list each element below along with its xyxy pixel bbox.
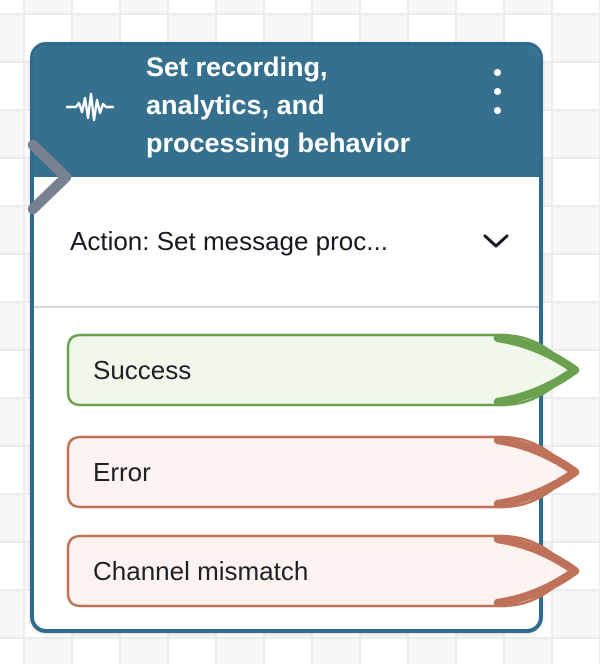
branch-label: Success xyxy=(93,354,192,385)
action-label: Action: Set message proc... xyxy=(70,226,388,256)
branch-success[interactable]: Success xyxy=(66,333,580,407)
kebab-dot xyxy=(494,88,501,95)
branch-label: Error xyxy=(93,456,151,487)
kebab-menu-button[interactable] xyxy=(486,63,509,120)
kebab-dot xyxy=(494,107,501,114)
block-title: Set recording, analytics, and processing… xyxy=(146,48,498,162)
input-connector-chevron-icon[interactable] xyxy=(22,138,76,216)
waveform-icon xyxy=(66,92,114,122)
chevron-down-icon xyxy=(483,234,509,248)
branch-label: Channel mismatch xyxy=(93,555,309,586)
block-title-line: analytics, and xyxy=(146,90,325,120)
branch-arrow-shape xyxy=(66,333,580,407)
block-header[interactable]: Set recording, analytics, and processing… xyxy=(34,46,539,177)
action-selector[interactable]: Action: Set message proc... xyxy=(34,177,539,308)
branch-channel-mismatch[interactable]: Channel mismatch xyxy=(66,534,580,608)
block-title-line: Set recording, xyxy=(146,52,328,82)
kebab-dot xyxy=(494,69,501,76)
branch-error[interactable]: Error xyxy=(66,435,580,509)
block-title-line: processing behavior xyxy=(146,128,411,158)
branch-arrow-shape xyxy=(66,534,580,608)
branch-arrow-shape xyxy=(66,435,580,509)
